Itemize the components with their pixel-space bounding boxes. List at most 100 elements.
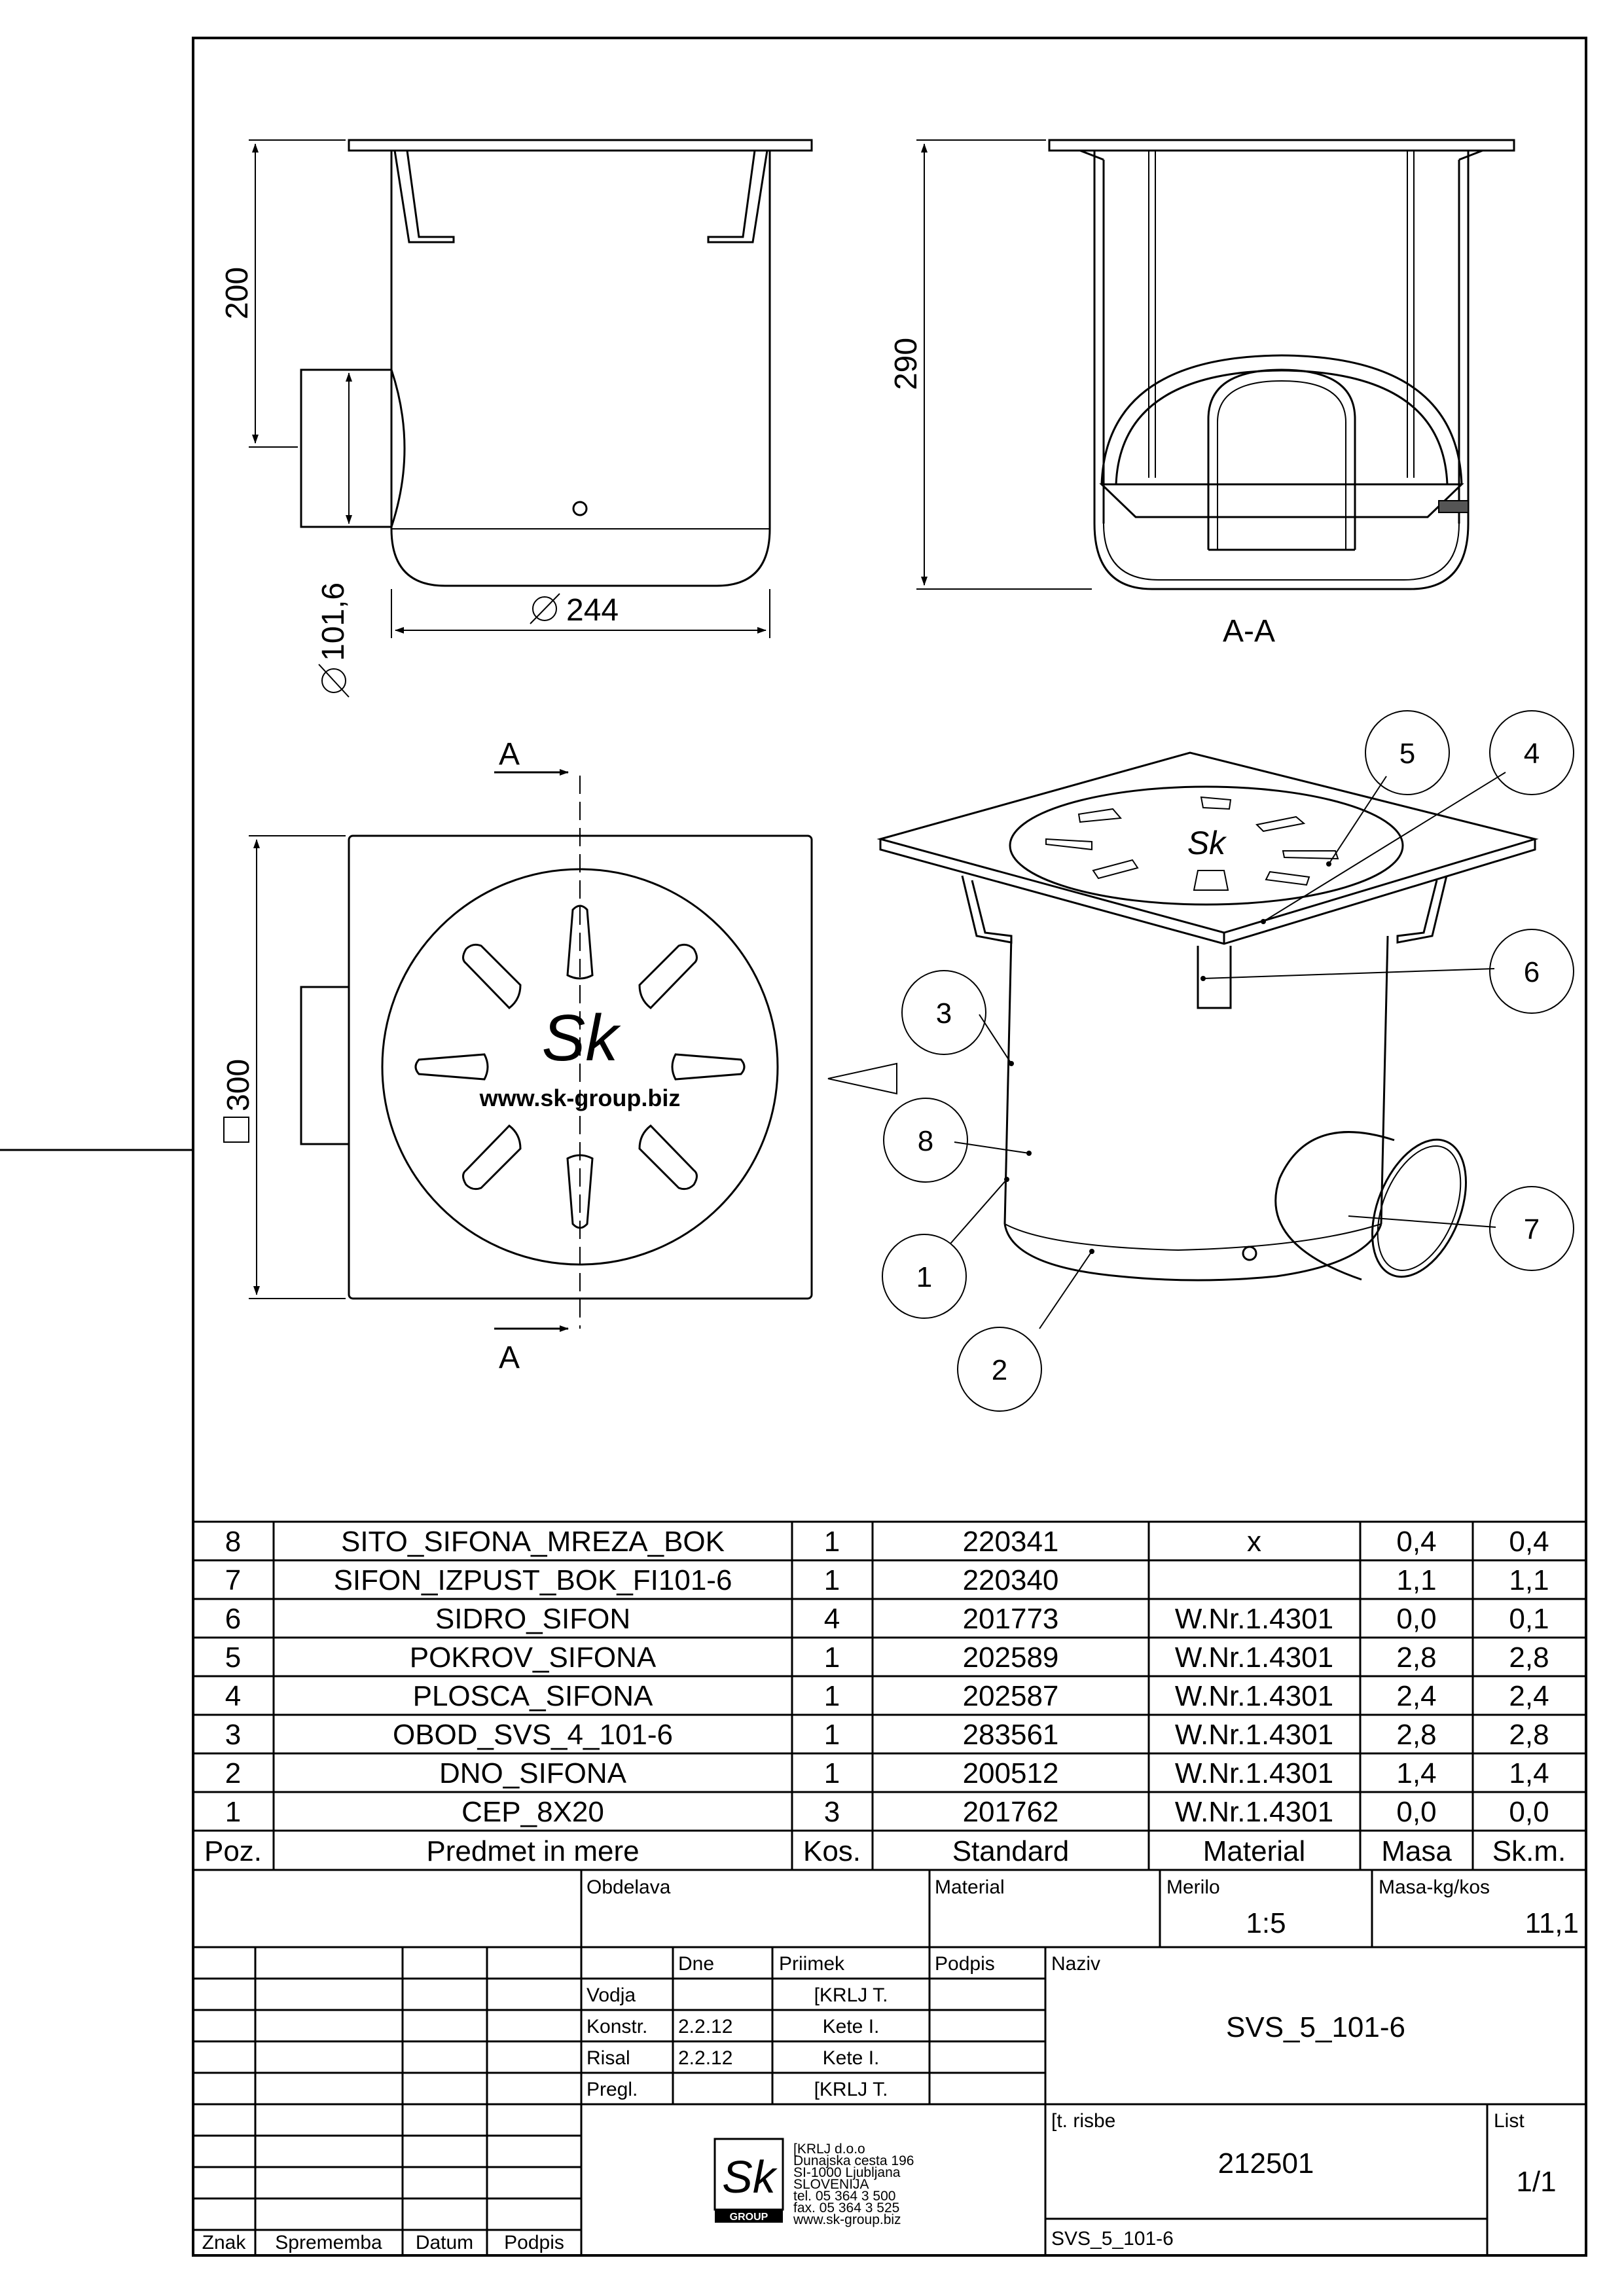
svg-text:Sk: Sk [722,2151,778,2202]
svg-text:2: 2 [992,1354,1007,1386]
svg-text:SIDRO_SIFON: SIDRO_SIFON [435,1603,630,1635]
grate-url: www.sk-group.biz [479,1085,681,1111]
rev-datum-label: Datum [416,2232,473,2253]
svg-text:DNO_SIFONA: DNO_SIFONA [439,1757,627,1789]
obdelava-label: Obdelava [586,1876,671,1898]
svg-text:202589: 202589 [963,1641,1059,1674]
grate-logo: Sk [542,1001,622,1075]
svg-text:x: x [1247,1526,1261,1558]
balloon-6: 6 [1489,929,1574,1014]
priimek-label: Priimek [779,1953,845,1975]
masa-label: Masa-kg/kos [1379,1876,1490,1898]
masa-value: 11,1 [1525,1907,1579,1939]
svg-text:Konstr.: Konstr. [586,2016,647,2037]
dim-290-label: 290 [889,338,924,390]
svg-text:W.Nr.1.4301: W.Nr.1.4301 [1175,1641,1333,1674]
svg-text:www.sk-group.biz: www.sk-group.biz [793,2212,901,2227]
plan-view [249,769,897,1332]
iso-grate-logo: Sk [1187,825,1227,861]
isometric-view [876,751,1539,1329]
bom-row: 6 SIDRO_SIFON 4 201773 W.Nr.1.4301 0,0 0… [225,1603,1549,1635]
balloon-5: 5 [1365,710,1450,795]
svg-text:5: 5 [1399,738,1415,770]
svg-text:0,1: 0,1 [1509,1603,1549,1635]
bom-row: 1 CEP_8X20 3 201762 W.Nr.1.4301 0,0 0,0 [225,1796,1549,1828]
merilo-value: 1:5 [1246,1907,1286,1939]
rev-sprememba-label: Sprememba [275,2232,382,2253]
svg-text:7: 7 [225,1564,241,1596]
svg-text:6: 6 [225,1603,241,1635]
svg-text:200512: 200512 [963,1757,1059,1789]
svg-text:3: 3 [824,1796,840,1828]
svg-text:3: 3 [936,997,952,1030]
svg-text:Kete I.: Kete I. [823,2047,880,2069]
dim-200-label: 200 [220,267,255,319]
svg-text:1: 1 [824,1564,840,1596]
svg-text:1,1: 1,1 [1396,1564,1436,1596]
role-row: Konstr. 2.2.12 Kete I. [586,2016,879,2037]
svg-text:2,8: 2,8 [1396,1719,1436,1751]
svg-text:4: 4 [824,1603,840,1635]
svg-text:201762: 201762 [963,1796,1059,1828]
svg-text:SLOVENIJA: SLOVENIJA [793,2177,869,2192]
company-address: [KRLJ d.o.o Dunajska cesta 196 SI-1000 L… [793,2142,914,2227]
svg-text:Kos.: Kos. [803,1835,861,1867]
svg-text:0,0: 0,0 [1509,1796,1549,1828]
svg-text:W.Nr.1.4301: W.Nr.1.4301 [1175,1796,1333,1828]
svg-text:Material: Material [1203,1835,1306,1867]
svg-text:1,1: 1,1 [1509,1564,1549,1596]
role-row: Vodja [KRLJ T. [586,1984,888,2006]
section-view [916,139,1515,590]
bom-table-grid [192,1520,1587,1871]
bom-rows: 8 SITO_SIFONA_MREZA_BOK 1 220341 x 0,4 0… [204,1526,1566,1867]
balloon-4: 4 [1489,710,1574,795]
svg-text:4: 4 [225,1680,241,1712]
svg-text:Risal: Risal [586,2047,630,2069]
dne-label: Dne [678,1953,714,1975]
bom-row: 2 DNO_SIFONA 1 200512 W.Nr.1.4301 1,4 1,… [225,1757,1549,1789]
svg-text:0,0: 0,0 [1396,1796,1436,1828]
balloon-7: 7 [1489,1186,1574,1271]
svg-text:1,4: 1,4 [1396,1757,1436,1789]
svg-text:2.2.12: 2.2.12 [678,2047,732,2069]
balloon-3: 3 [901,970,986,1055]
dim-300-label: 300 [221,1059,256,1143]
company-logo: Sk GROUP [713,2138,784,2223]
title-block-grid [192,1869,1587,2257]
svg-text:CEP_8X20: CEP_8X20 [461,1796,604,1828]
st-risbe-value: 212501 [1218,2147,1314,2179]
rev-podpis-label: Podpis [504,2232,564,2253]
svg-text:Pregl.: Pregl. [586,2079,638,2100]
svg-text:220340: 220340 [963,1564,1059,1596]
svg-text:W.Nr.1.4301: W.Nr.1.4301 [1175,1603,1333,1635]
svg-text:2,4: 2,4 [1509,1680,1549,1712]
svg-text:PLOSCA_SIFONA: PLOSCA_SIFONA [413,1680,653,1712]
svg-text:5: 5 [225,1641,241,1674]
svg-text:Sk.m.: Sk.m. [1492,1835,1566,1867]
bom-row: 5 POKROV_SIFONA 1 202589 W.Nr.1.4301 2,8… [225,1641,1549,1674]
balloon-1: 1 [882,1234,967,1319]
svg-text:POKROV_SIFONA: POKROV_SIFONA [410,1641,657,1674]
svg-text:OBOD_SVS_4_101-6: OBOD_SVS_4_101-6 [393,1719,673,1751]
svg-text:tel. 05 364 3 500: tel. 05 364 3 500 [793,2189,895,2204]
svg-text:Vodja: Vodja [586,1984,636,2006]
dim-outlet-label: 101,6 [316,583,351,698]
st-risbe-label: [t. risbe [1051,2110,1115,2132]
svg-text:1: 1 [824,1680,840,1712]
merilo-label: Merilo [1166,1876,1220,1898]
front-view [249,139,813,638]
svg-text:8: 8 [225,1526,241,1558]
svg-text:Poz.: Poz. [204,1835,262,1867]
svg-text:2: 2 [225,1757,241,1789]
role-row: Risal 2.2.12 Kete I. [586,2047,879,2069]
svg-text:3: 3 [225,1719,241,1751]
svg-text:220341: 220341 [963,1526,1059,1558]
svg-text:W.Nr.1.4301: W.Nr.1.4301 [1175,1680,1333,1712]
svg-text:283561: 283561 [963,1719,1059,1751]
rev-znak-label: Znak [202,2232,247,2253]
naziv-value: SVS_5_101-6 [1226,2011,1405,2043]
svg-text:7: 7 [1524,1213,1540,1246]
svg-text:Kete I.: Kete I. [823,2016,880,2037]
svg-text:6: 6 [1524,956,1540,988]
